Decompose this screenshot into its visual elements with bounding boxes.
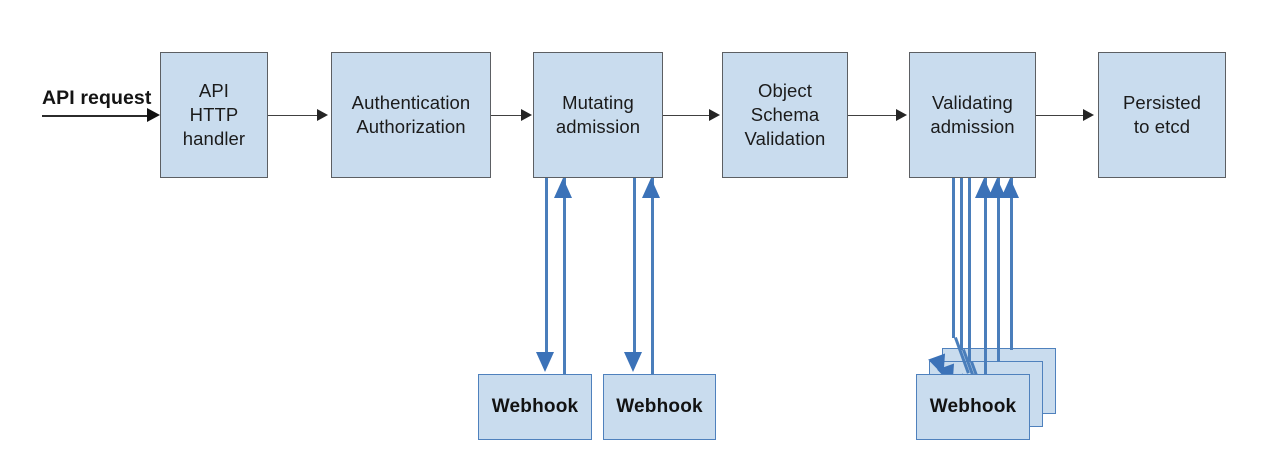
validating-webhook-2-request-line — [960, 178, 963, 350]
mutating-webhook-1[interactable]: Webhook — [478, 374, 592, 440]
mutating-webhook-1-request-arrowhead — [536, 352, 554, 372]
stage-label: Mutating admission — [555, 91, 641, 137]
mutating-webhook-1-response-arrowhead — [554, 178, 572, 198]
connector-4 — [848, 115, 898, 116]
webhook-label: Webhook — [616, 396, 703, 417]
connector-2 — [491, 115, 523, 116]
connector-4-arrowhead — [896, 108, 907, 121]
connector-2-arrowhead — [521, 108, 532, 121]
mutating-webhook-2-response-arrowhead — [642, 178, 660, 198]
stage-label: API HTTP handler — [182, 79, 246, 150]
validating-webhook-3-request-line — [968, 178, 971, 362]
api-request-arrowhead — [147, 108, 160, 122]
api-request-line — [42, 115, 149, 117]
stage-label: Authentication Authorization — [351, 91, 471, 137]
stage-persisted-to-etcd[interactable]: Persisted to etcd — [1098, 52, 1226, 178]
validating-webhook-2-response-line — [997, 178, 1000, 362]
stage-mutating-admission[interactable]: Mutating admission — [533, 52, 663, 178]
api-request-label: API request — [42, 87, 152, 109]
stage-object-schema-validation[interactable]: Object Schema Validation — [722, 52, 848, 178]
mutating-webhook-1-response-line — [563, 178, 566, 374]
validating-webhook-1-request-line — [952, 178, 955, 338]
stage-label: Validating admission — [930, 91, 1015, 137]
connector-1 — [268, 115, 318, 116]
mutating-webhook-2-response-line — [651, 178, 654, 374]
webhook-label: Webhook — [929, 396, 1017, 417]
connector-3 — [663, 115, 711, 116]
validating-webhook-3-response-arrowhead — [1001, 178, 1019, 198]
stage-authentication-authorization[interactable]: Authentication Authorization — [331, 52, 491, 178]
stage-validating-admission[interactable]: Validating admission — [909, 52, 1036, 178]
mutating-webhook-2[interactable]: Webhook — [603, 374, 716, 440]
validating-webhook-3-response-line — [1010, 178, 1013, 350]
mutating-webhook-2-request-line — [633, 178, 636, 365]
validating-webhook-front[interactable]: Webhook — [916, 374, 1030, 440]
connector-1-arrowhead — [317, 108, 328, 121]
stage-label: Persisted to etcd — [1122, 91, 1202, 137]
mutating-webhook-1-request-line — [545, 178, 548, 365]
stage-api-http-handler[interactable]: API HTTP handler — [160, 52, 268, 178]
validating-webhook-1-response-line — [984, 178, 987, 374]
connector-5-arrowhead — [1083, 108, 1094, 121]
stage-label: Object Schema Validation — [744, 79, 826, 150]
mutating-webhook-2-request-arrowhead — [624, 352, 642, 372]
webhook-label: Webhook — [491, 396, 579, 417]
connector-3-arrowhead — [709, 108, 720, 121]
connector-5 — [1036, 115, 1084, 116]
